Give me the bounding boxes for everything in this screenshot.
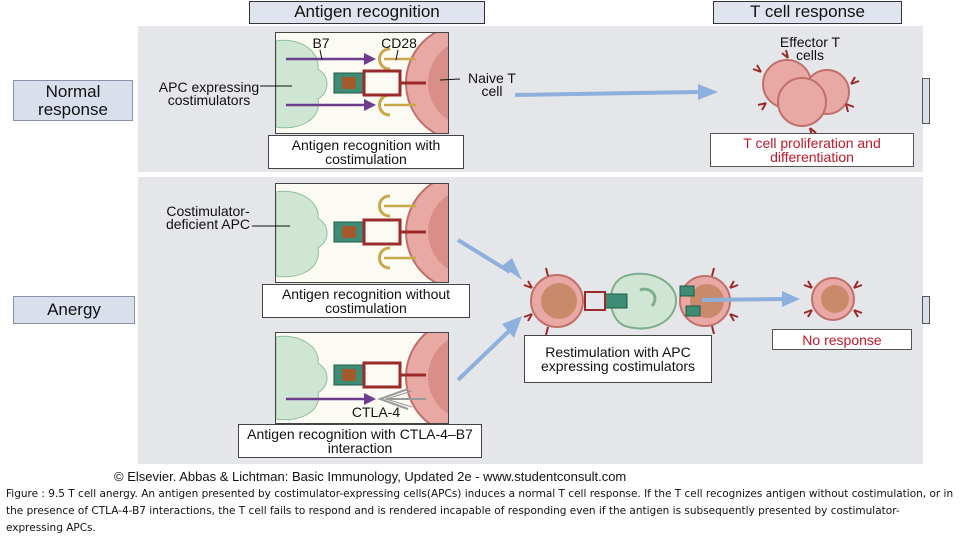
edge-fragment bbox=[922, 296, 930, 324]
header-t-cell-response: T cell response bbox=[713, 1, 902, 24]
caption-restimulation: Restimulation with APC expressing costim… bbox=[524, 335, 712, 383]
caption-ctla4-b7-interaction: Antigen recognition with CTLA-4–B7 inter… bbox=[238, 424, 482, 458]
anergy-band bbox=[138, 177, 923, 464]
panel-costimulation bbox=[275, 32, 449, 134]
caption-without-costimulation: Antigen recognition without costimulatio… bbox=[262, 284, 470, 318]
row-label-normal-response: Normal response bbox=[13, 80, 133, 121]
label-costimulator-deficient-apc: Costimulator-deficient APC bbox=[165, 203, 251, 232]
synapse-illustration bbox=[276, 333, 448, 423]
label-cd28: CD28 bbox=[381, 35, 417, 51]
label-ctla4: CTLA-4 bbox=[351, 404, 401, 420]
panel-ctla4 bbox=[275, 332, 449, 424]
panel-without-costimulation bbox=[275, 183, 449, 283]
synapse-illustration bbox=[276, 184, 448, 282]
row-label-anergy: Anergy bbox=[13, 296, 135, 324]
edge-fragment bbox=[922, 78, 930, 124]
copyright-notice: © Elsevier. Abbas & Lichtman: Basic Immu… bbox=[114, 469, 627, 484]
label-b7: B7 bbox=[312, 35, 330, 51]
label-apc-expressing-costimulators: APC expressing costimulators bbox=[158, 79, 260, 108]
synapse-illustration bbox=[276, 33, 448, 133]
figure-caption: Figure : 9.5 T cell anergy. An antigen p… bbox=[6, 488, 954, 534]
header-antigen-recognition: Antigen recognition bbox=[249, 1, 485, 24]
label-naive-t-cell: Naive T cell bbox=[468, 70, 516, 99]
caption-proliferation: T cell proliferation and differentiation bbox=[710, 133, 914, 167]
caption-with-costimulation: Antigen recognition with costimulation bbox=[268, 135, 464, 169]
caption-no-response: No response bbox=[772, 329, 912, 350]
label-effector-t-cells: Effector T cells bbox=[779, 34, 841, 63]
